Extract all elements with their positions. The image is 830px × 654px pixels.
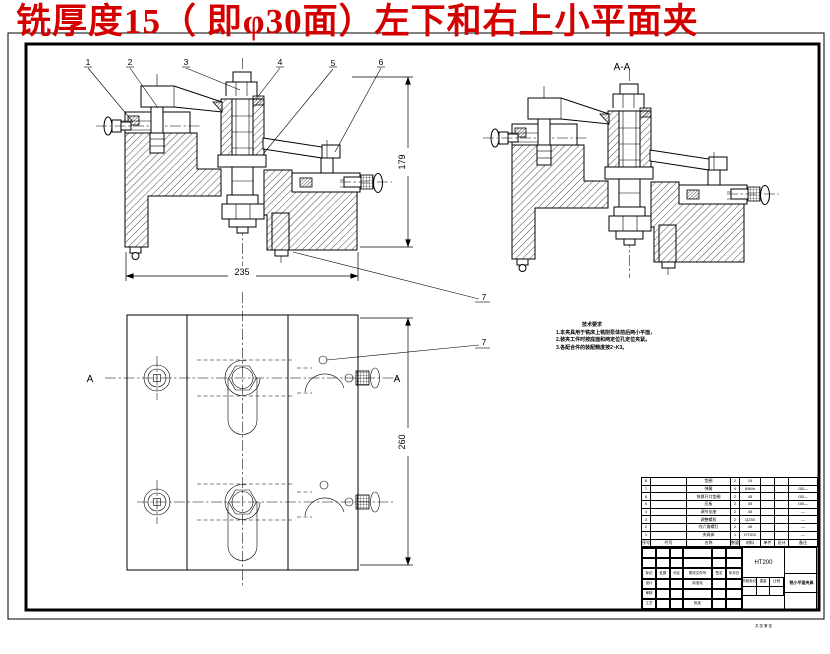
label-weight: 重量 — [757, 578, 771, 586]
material-mark: HT200 — [743, 548, 784, 578]
title-block-bottom: 标记 处数 分区 更改文件号 签名 年月日 设计 标准化 审核 工艺 批准 HT… — [641, 547, 818, 628]
label-standard: 标准化 — [683, 578, 712, 589]
note-line: 3.各配合件的装配精度按2~K3。 — [556, 344, 628, 351]
material-and-scale-block: HT200 阶段标记 重量 比例 共 张 第 张 — [742, 548, 785, 628]
callout-7a: 7 — [482, 292, 487, 302]
callout-7b: 7 — [482, 337, 487, 347]
label-check: 审核 — [642, 588, 656, 599]
notes-heading: 技术要求 — [582, 322, 603, 328]
label-sign: 签名 — [712, 568, 726, 579]
sheet-border — [7, 32, 825, 620]
label-stage: 阶段标记 — [743, 578, 757, 586]
callout-2: 2 — [128, 57, 133, 67]
page-title: 铣厚度15（ 即φ30面）左下和右上小平面夹 — [16, 2, 699, 41]
drawing-name-block: 铣小平面夹具 — [784, 548, 818, 609]
aa-section-view — [482, 69, 780, 279]
plan-view — [105, 292, 400, 586]
callout-6: 6 — [379, 57, 384, 67]
leader-callouts: 7 7 — [292, 251, 490, 361]
revision-signature-grid: 标记 处数 分区 更改文件号 签名 年月日 设计 标准化 审核 工艺 批准 — [642, 548, 742, 609]
label-design: 设计 — [642, 578, 656, 589]
label-date: 年月日 — [726, 568, 742, 579]
label-process: 工艺 — [642, 598, 656, 609]
dim-height-179: 179 — [397, 154, 407, 169]
label-zone: 分区 — [670, 568, 683, 579]
sheet-count: 共 张 第 张 — [755, 623, 772, 628]
section-letter-right: A — [394, 374, 401, 385]
callout-1: 1 — [86, 57, 91, 67]
callout-4: 4 — [278, 57, 283, 67]
dimensions: 235 179 260 — [125, 76, 413, 566]
technical-notes: 技术要求 1.本夹具用于铣床上铣削泵体前后两小平面， 2.装夹工件时按底面和两定… — [556, 322, 706, 352]
label-mark: 标记 — [642, 568, 656, 579]
callout-3: 3 — [184, 57, 189, 67]
dim-height-260: 260 — [397, 434, 407, 449]
dim-width-235: 235 — [234, 267, 249, 277]
bom-header-row: 序号代号 名称数量 材料单件 总计备注 — [641, 538, 818, 548]
note-line: 2.装夹工件时按底面和两定位孔定位夹紧。 — [556, 337, 651, 344]
label-approve: 批准 — [683, 598, 712, 609]
note-line: 1.本夹具用于铣床上铣削泵体前后两小平面， — [556, 329, 656, 336]
aa-view-label: A-A — [614, 62, 631, 73]
callout-5: 5 — [331, 58, 336, 68]
label-doc-no: 更改文件号 — [683, 568, 712, 579]
label-count: 处数 — [656, 568, 670, 579]
drawing-name: 铣小平面夹具 — [785, 574, 818, 593]
balloon-callouts: 1 2 3 4 5 6 — [84, 57, 385, 154]
label-scale: 比例 — [770, 578, 785, 586]
section-letter-left: A — [87, 374, 94, 385]
front-section-view — [95, 57, 393, 267]
